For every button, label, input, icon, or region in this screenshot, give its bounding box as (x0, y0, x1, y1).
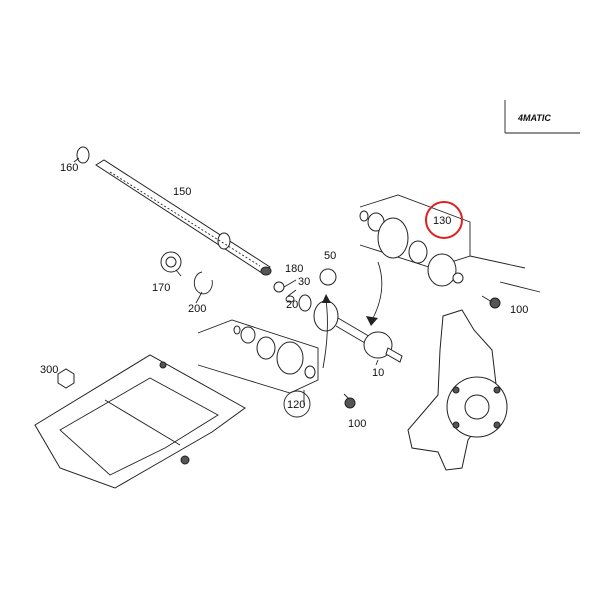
badge-4matic: 4MATIC (504, 100, 580, 134)
arrow-up (322, 299, 328, 369)
highlight-ring-130 (425, 201, 463, 239)
bolt-100-center (343, 393, 356, 409)
nut-50 (319, 268, 337, 286)
arrow-down-head (366, 316, 378, 326)
label-160: 160 (60, 162, 78, 174)
label-30: 30 (298, 276, 310, 288)
label-150: 150 (173, 186, 191, 198)
propeller-shaft (95, 159, 272, 276)
ring-160 (76, 146, 90, 164)
badge-text: 4MATIC (517, 113, 551, 123)
label-200: 200 (188, 303, 206, 315)
axle-housing (34, 354, 246, 489)
label-50: 50 (324, 250, 336, 262)
ring-20 (285, 295, 295, 303)
circlip-200 (193, 271, 213, 295)
label-100-center: 100 (348, 418, 366, 430)
bearing-170 (160, 251, 182, 273)
label-180: 180 (285, 263, 303, 275)
label-170: 170 (152, 282, 170, 294)
callout-ring-120 (283, 390, 311, 418)
ring-180 (273, 281, 285, 293)
steering-knuckle (407, 309, 508, 471)
drive-shaft-10 (298, 294, 403, 363)
label-20: 20 (286, 299, 298, 311)
label-130: 130 (433, 215, 451, 227)
boot-set-120 (197, 319, 319, 405)
label-120: 120 (287, 399, 305, 411)
boot-set-130 (359, 194, 541, 293)
arrow-up-head (322, 294, 331, 303)
nut-300 (57, 368, 75, 389)
bolt-100-right (481, 295, 501, 309)
label-100-right: 100 (510, 304, 528, 316)
label-10: 10 (372, 367, 384, 379)
arrow-down (371, 261, 383, 321)
label-300: 300 (40, 364, 58, 376)
